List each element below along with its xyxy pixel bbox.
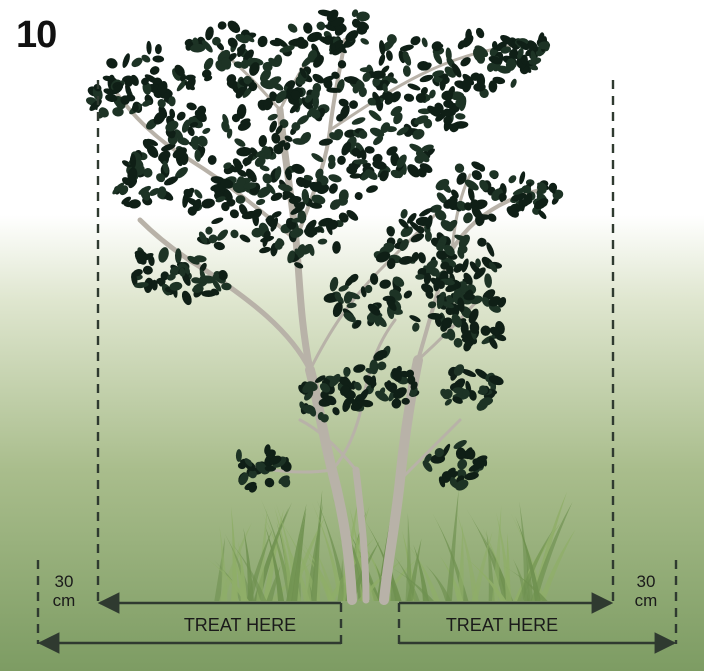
leaf <box>385 225 396 237</box>
leaf <box>142 265 153 276</box>
leaf <box>104 56 119 70</box>
leaf <box>318 138 333 147</box>
leaf <box>205 226 214 236</box>
leaf <box>233 137 247 149</box>
leaf <box>290 162 306 176</box>
leaf <box>152 55 164 63</box>
leaf <box>225 18 242 35</box>
leaf <box>480 325 490 336</box>
leaf <box>185 101 197 111</box>
leaf <box>157 246 171 264</box>
leaf <box>379 278 392 289</box>
leaf <box>175 248 182 263</box>
leaf <box>484 273 493 288</box>
leaf <box>518 171 526 185</box>
leaf <box>402 65 411 77</box>
leaf <box>180 289 194 306</box>
leaf <box>210 216 224 225</box>
leaf <box>201 127 211 136</box>
leaf <box>256 35 268 49</box>
leaf <box>258 135 267 148</box>
leaf <box>317 238 327 245</box>
leaf <box>302 22 314 35</box>
leaf <box>421 37 429 48</box>
right-distance-label: 30 cm <box>626 572 666 610</box>
leaf <box>398 255 414 266</box>
leaf <box>411 322 420 333</box>
leaf <box>455 113 466 120</box>
leaf <box>403 92 415 102</box>
leaf <box>155 44 163 55</box>
leaf <box>146 41 152 55</box>
leaf <box>310 151 325 163</box>
leaf <box>378 40 386 56</box>
leaf <box>238 233 251 244</box>
leaf <box>175 110 187 122</box>
leaf <box>121 52 131 68</box>
leaf <box>507 174 518 185</box>
leaf <box>359 37 370 46</box>
leaf <box>148 64 161 76</box>
leaf <box>258 246 271 255</box>
left-distance-value: 30 <box>44 572 84 591</box>
leaf <box>215 228 230 243</box>
leaf <box>278 474 292 489</box>
leaf <box>336 155 346 166</box>
leaf <box>408 314 421 324</box>
leaf <box>193 188 204 200</box>
treat-here-left-label: TREAT HERE <box>150 615 330 636</box>
leaf <box>365 184 379 194</box>
right-distance-value: 30 <box>626 572 666 591</box>
leaf <box>202 56 215 71</box>
leaf <box>315 20 327 32</box>
right-distance-unit: cm <box>626 591 666 610</box>
figure-number: 10 <box>16 14 56 57</box>
leaf <box>228 207 241 220</box>
leaf <box>348 100 358 110</box>
leaf <box>327 182 339 195</box>
leaf <box>488 169 499 179</box>
leaf <box>286 22 299 35</box>
leaf <box>377 53 386 66</box>
tree-trunk-illustration <box>118 40 540 600</box>
leaf <box>255 198 266 206</box>
leaf <box>200 197 215 209</box>
leaf <box>417 251 427 264</box>
leaf <box>351 116 367 127</box>
leaf <box>263 476 276 489</box>
leaf <box>353 191 364 202</box>
treat-here-right-label: TREAT HERE <box>412 615 592 636</box>
leaf <box>453 337 463 348</box>
leaf <box>474 26 486 39</box>
leaf <box>352 363 366 374</box>
leaf <box>477 237 487 247</box>
leaf <box>207 155 216 165</box>
leaf <box>407 82 422 92</box>
leaf <box>331 406 341 417</box>
leaf <box>509 78 518 89</box>
leaf <box>327 173 342 184</box>
leaf <box>217 20 228 30</box>
left-distance-unit: cm <box>44 591 84 610</box>
leaf <box>399 208 408 219</box>
leaf <box>229 228 240 239</box>
leaf <box>328 276 339 292</box>
tree-foliage-illustration <box>85 7 565 494</box>
leaf <box>332 241 341 254</box>
left-distance-label: 30 cm <box>44 572 84 610</box>
leaf <box>402 289 414 300</box>
leaf <box>385 50 394 62</box>
